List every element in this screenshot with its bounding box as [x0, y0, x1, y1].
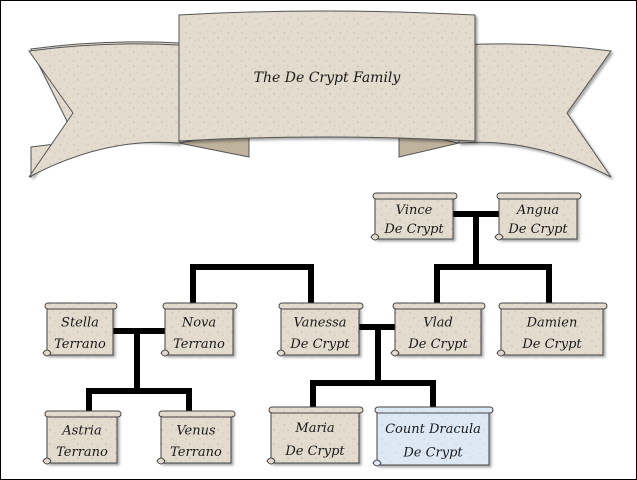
scroll-curl: [42, 349, 52, 357]
scroll-curl: [156, 457, 166, 465]
member-surname: De Crypt: [284, 444, 345, 459]
connector-lines: [86, 211, 552, 418]
scroll-body: [164, 306, 234, 356]
member-first-name: Vlad: [423, 316, 453, 331]
member-card-damien[interactable]: Damien De Crypt: [496, 302, 608, 357]
scroll-top-roll: [44, 410, 122, 418]
member-surname: De Crypt: [383, 222, 444, 237]
scroll-top-roll: [374, 406, 494, 414]
scroll-curl: [160, 349, 170, 357]
member-first-name: Stella: [61, 316, 99, 331]
title-text: The De Crypt Family: [254, 70, 402, 86]
member-card-vince[interactable]: Vince De Crypt: [370, 192, 458, 241]
scroll-curl: [496, 349, 506, 357]
member-surname: De Crypt: [521, 337, 582, 352]
title-banner: The De Crypt Family: [28, 10, 612, 179]
member-card-vanessa[interactable]: Vanessa De Crypt: [276, 302, 364, 357]
member-first-name: Angua: [516, 203, 559, 218]
member-surname: Terrano: [56, 445, 108, 460]
scroll-curl: [372, 459, 382, 467]
scroll-body: [46, 306, 114, 356]
scroll-curl: [266, 457, 276, 465]
member-card-dracula[interactable]: Count Dracula De Crypt: [372, 406, 494, 467]
member-first-name: Vince: [396, 203, 433, 218]
member-first-name: Count Dracula: [385, 422, 481, 437]
member-card-angua[interactable]: Angua De Crypt: [494, 192, 582, 241]
member-surname: De Crypt: [407, 337, 468, 352]
member-surname: De Crypt: [402, 446, 463, 461]
member-first-name: Vanessa: [293, 316, 346, 331]
member-first-name: Nova: [181, 316, 216, 331]
member-card-maria[interactable]: Maria De Crypt: [266, 406, 364, 465]
scroll-top-roll: [162, 302, 238, 310]
scroll-top-roll: [278, 302, 364, 310]
scroll-top-roll: [158, 410, 236, 418]
scroll-top-roll: [268, 406, 364, 414]
scroll-body: [498, 196, 578, 240]
scroll-curl: [276, 349, 286, 357]
scroll-curl: [494, 233, 504, 241]
scroll-body: [394, 306, 482, 356]
scroll-body: [46, 414, 118, 464]
member-first-name: Damien: [526, 316, 578, 331]
member-first-name: Astria: [61, 424, 101, 439]
member-surname: Terrano: [54, 337, 106, 352]
scroll-body: [160, 414, 232, 464]
member-first-name: Maria: [294, 421, 334, 436]
member-card-vlad[interactable]: Vlad De Crypt: [390, 302, 486, 357]
scroll-top-roll: [44, 302, 118, 310]
member-surname: De Crypt: [289, 337, 350, 352]
scroll-top-roll: [498, 302, 608, 310]
scroll-body: [280, 306, 360, 356]
scroll-body: [376, 410, 490, 466]
scroll-top-roll: [372, 192, 458, 200]
scroll-body: [500, 306, 604, 356]
scroll-curl: [42, 457, 52, 465]
scroll-curl: [370, 233, 380, 241]
member-surname: Terrano: [173, 337, 225, 352]
member-surname: Terrano: [170, 445, 222, 460]
scroll-curl: [390, 349, 400, 357]
member-first-name: Venus: [176, 424, 216, 439]
scroll-top-roll: [392, 302, 486, 310]
member-surname: De Crypt: [507, 222, 568, 237]
scroll-top-roll: [496, 192, 582, 200]
